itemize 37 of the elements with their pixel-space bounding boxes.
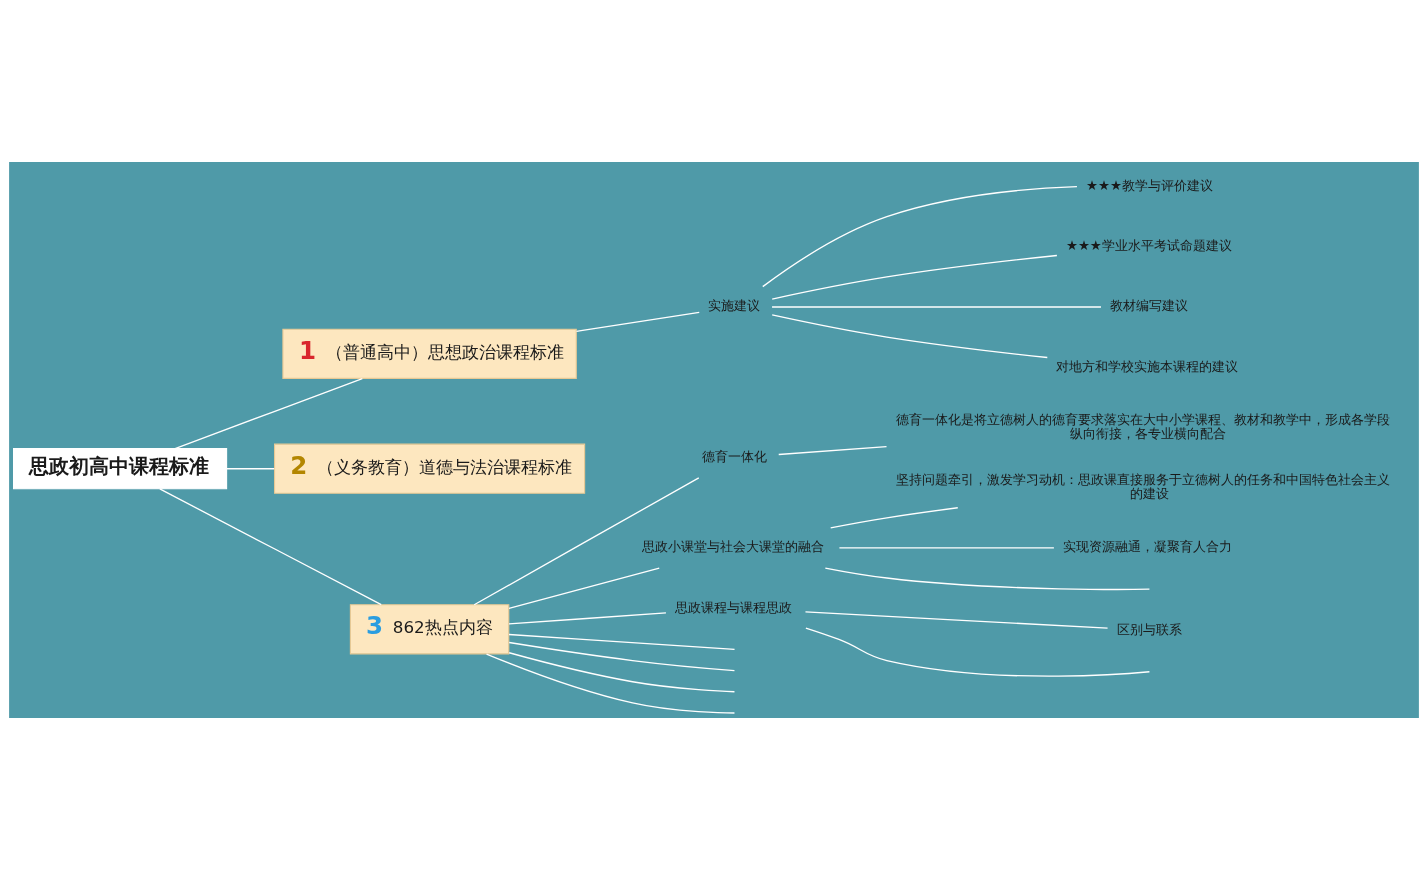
- node-text: 德育一体化: [701, 448, 767, 464]
- node-text: 思政课程与课程思政: [674, 599, 792, 615]
- connector: [805, 626, 1151, 677]
- node-text: 思政小课堂与社会大课堂的融合: [641, 538, 824, 554]
- connector: [508, 611, 667, 625]
- connector: [508, 651, 736, 692]
- node-box: 3 862热点内容: [349, 603, 510, 654]
- connector: [804, 610, 1109, 629]
- connector: [485, 652, 736, 714]
- connector: [771, 313, 1048, 358]
- connector: [508, 641, 736, 671]
- connector: [575, 311, 700, 332]
- node-box: 1 （普通高中）思想政治课程标准: [282, 328, 577, 379]
- connector: [226, 467, 275, 469]
- node-text: 德育一体化是将立德树人的德育要求落实在大中小学课程、教材和教学中，形成各学段纵向衔接，各专业横向配合: [895, 411, 1390, 441]
- node-text: 对地方和学校实施本课程的建议: [1056, 358, 1239, 374]
- node-box: 2 （义务教育）道德与法治课程标准: [274, 443, 586, 494]
- connector: [778, 445, 888, 455]
- connector: [473, 476, 700, 605]
- connector: [771, 254, 1058, 300]
- node-text: ★★★学业水平考试命题建议: [1065, 237, 1232, 253]
- node-text: 实施建议: [708, 297, 761, 313]
- connector: [174, 377, 363, 449]
- node-text: ★★★教学与评价建议: [1085, 177, 1213, 193]
- connector: [508, 566, 660, 609]
- connector: [159, 487, 382, 605]
- connector: [830, 506, 959, 528]
- node-text: 坚持问题牵引，激发学习动机：思政课直接服务于立德树人的任务和中国特色社会主义的建设: [895, 471, 1390, 501]
- connector: [771, 305, 1102, 308]
- connector: [762, 185, 1078, 287]
- node-text: 教材编写建议: [1109, 297, 1188, 313]
- node-text: 区别与联系: [1116, 621, 1182, 637]
- node-box: 思政初高中课程标准: [13, 447, 228, 489]
- node-text: 实现资源融通，凝聚育人合力: [1063, 538, 1233, 554]
- connector: [838, 546, 1055, 549]
- connector: [508, 633, 736, 650]
- connector: [824, 566, 1151, 590]
